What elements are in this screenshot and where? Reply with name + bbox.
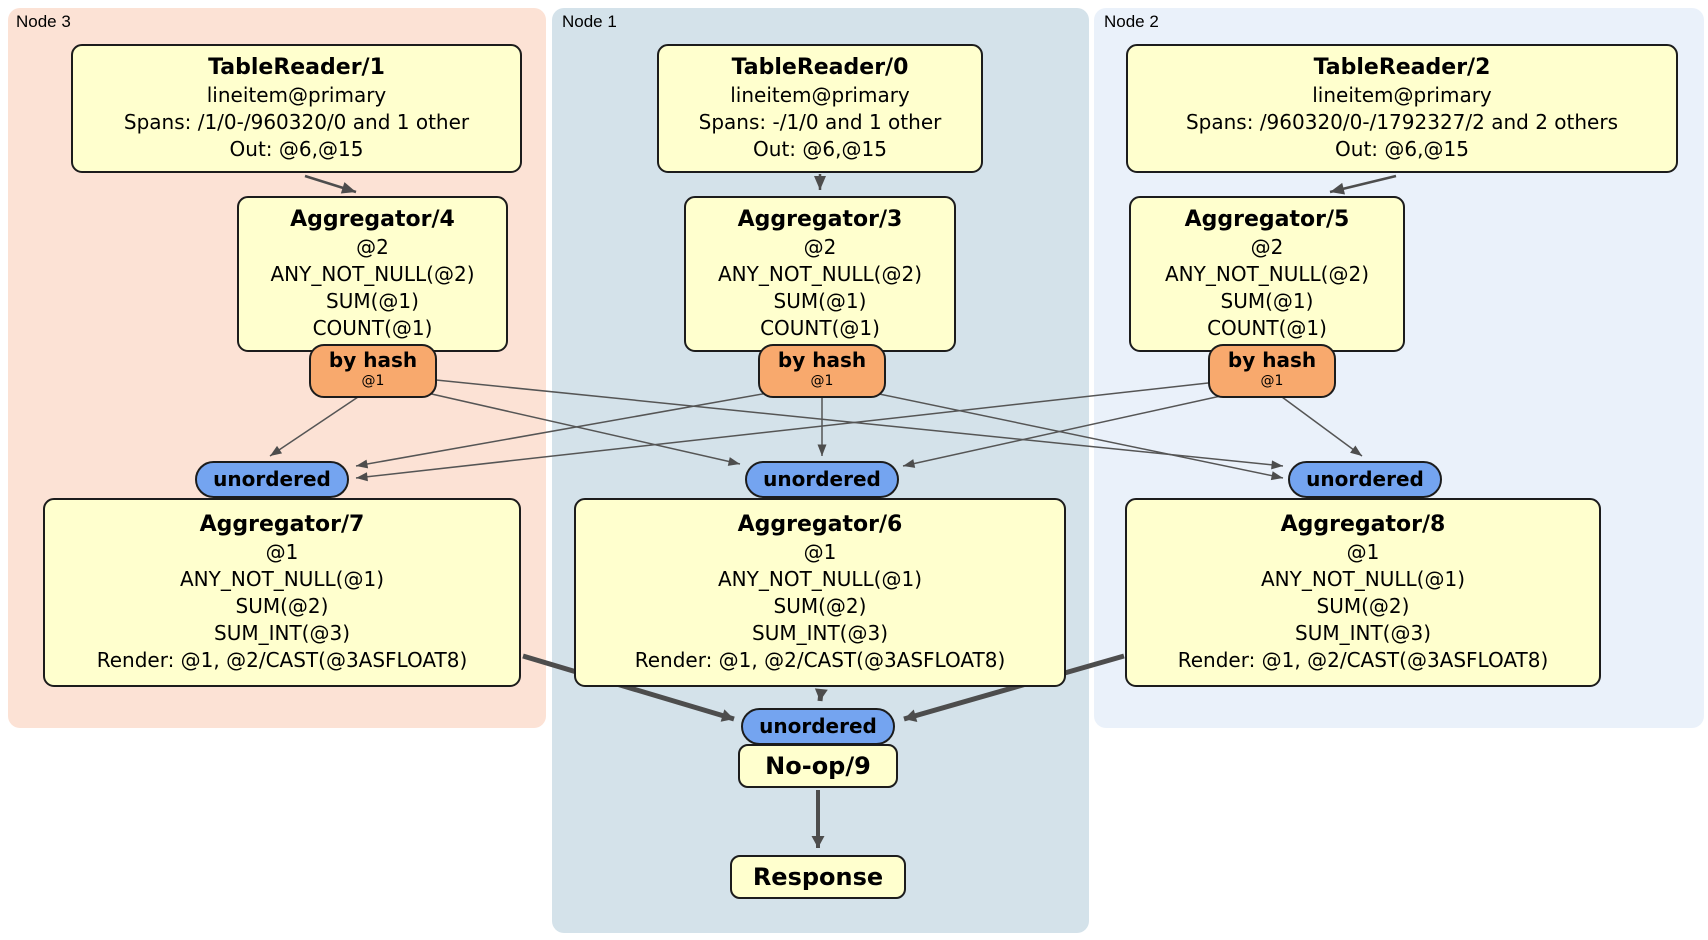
processor-aggregator-5: Aggregator/5 @2 ANY_NOT_NULL(@2) SUM(@1)… bbox=[1129, 196, 1405, 352]
processor-title: TableReader/0 bbox=[731, 55, 909, 80]
processor-title: TableReader/2 bbox=[1313, 55, 1491, 80]
router-label: by hash bbox=[777, 348, 867, 372]
processor-line: COUNT(@1) bbox=[1207, 316, 1327, 340]
panel-label-node1: Node 1 bbox=[562, 12, 617, 31]
processor-response: Response bbox=[730, 855, 906, 899]
processor-line: Out: @6,@15 bbox=[1335, 137, 1469, 161]
processor-line: SUM(@2) bbox=[235, 594, 329, 618]
processor-line: ANY_NOT_NULL(@1) bbox=[180, 567, 384, 591]
panel-label-node3: Node 3 bbox=[16, 12, 71, 31]
edge-hash3-sync2 bbox=[435, 379, 1284, 470]
edge-hash1-sync3 bbox=[355, 389, 786, 469]
processor-line: COUNT(@1) bbox=[312, 316, 433, 340]
edge-tr1-agg4 bbox=[304, 174, 357, 194]
processor-line: ANY_NOT_NULL(@2) bbox=[1165, 262, 1369, 286]
processor-title: Aggregator/7 bbox=[199, 512, 365, 537]
processor-title: Aggregator/8 bbox=[1280, 512, 1446, 537]
processor-line: @1 bbox=[1346, 540, 1380, 564]
processor-line: @2 bbox=[803, 235, 837, 259]
processor-title: TableReader/1 bbox=[208, 55, 385, 80]
processor-line: SUM(@1) bbox=[326, 289, 419, 313]
router-key: @1 bbox=[810, 373, 834, 389]
processor-line: COUNT(@1) bbox=[760, 316, 880, 340]
router-label: by hash bbox=[328, 348, 418, 372]
processor-line: SUM_INT(@3) bbox=[1295, 621, 1431, 645]
processor-tablereader-2: TableReader/2 lineitem@primary Spans: /9… bbox=[1126, 44, 1678, 173]
edge-tr2-agg5 bbox=[1329, 174, 1397, 195]
processor-line: SUM(@2) bbox=[773, 594, 867, 618]
edge-agg8-sync-final bbox=[903, 653, 1125, 722]
processor-line: ANY_NOT_NULL(@1) bbox=[1261, 567, 1465, 591]
processor-title: Aggregator/3 bbox=[737, 207, 903, 232]
panel-label-node2: Node 2 bbox=[1104, 12, 1159, 31]
router-by-hash-node3: by hash @1 bbox=[309, 344, 437, 398]
processor-tablereader-1: TableReader/1 lineitem@primary Spans: /1… bbox=[71, 44, 522, 173]
edge-agg7-sync-final bbox=[522, 653, 735, 722]
edge-hash2-sync3 bbox=[355, 379, 1236, 482]
edge-agg6-sync-final bbox=[814, 688, 828, 702]
processor-line: SUM_INT(@3) bbox=[214, 621, 350, 645]
processor-aggregator-6: Aggregator/6 @1 ANY_NOT_NULL(@1) SUM(@2)… bbox=[574, 498, 1066, 687]
processor-line: ANY_NOT_NULL(@1) bbox=[718, 567, 922, 591]
processor-title: Aggregator/6 bbox=[737, 512, 903, 537]
sync-unordered-node3: unordered bbox=[195, 461, 349, 498]
edge-hash2-sync2 bbox=[1281, 396, 1363, 457]
processor-line: ANY_NOT_NULL(@2) bbox=[718, 262, 922, 286]
processor-line: @2 bbox=[1250, 235, 1284, 259]
router-key: @1 bbox=[361, 373, 385, 389]
router-key: @1 bbox=[1260, 373, 1284, 389]
processor-noop-9: No-op/9 bbox=[738, 744, 898, 788]
processor-line: @1 bbox=[803, 540, 837, 564]
processor-line: Out: @6,@15 bbox=[229, 137, 364, 161]
processor-line: Spans: /960320/0-/1792327/2 and 2 others bbox=[1185, 110, 1618, 134]
edge-hash3-sync3 bbox=[269, 396, 359, 457]
processor-line: SUM_INT(@3) bbox=[752, 621, 888, 645]
sync-unordered-node2: unordered bbox=[1288, 461, 1442, 498]
processor-line: SUM(@1) bbox=[1220, 289, 1314, 313]
processor-line: Render: @1, @2/CAST(@3ASFLOAT8) bbox=[634, 648, 1006, 672]
processor-tablereader-0: TableReader/0 lineitem@primary Spans: -/… bbox=[657, 44, 983, 173]
processor-line: @1 bbox=[265, 540, 299, 564]
processor-line: SUM(@2) bbox=[1316, 594, 1410, 618]
processor-title: Aggregator/4 bbox=[290, 207, 455, 232]
processor-line: ANY_NOT_NULL(@2) bbox=[270, 262, 475, 286]
processor-line: Out: @6,@15 bbox=[753, 137, 887, 161]
processor-aggregator-7: Aggregator/7 @1 ANY_NOT_NULL(@1) SUM(@2)… bbox=[43, 498, 521, 687]
router-by-hash-node2: by hash @1 bbox=[1208, 344, 1336, 398]
processor-line: lineitem@primary bbox=[730, 83, 910, 107]
processor-aggregator-4: Aggregator/4 @2 ANY_NOT_NULL(@2) SUM(@1)… bbox=[237, 196, 508, 352]
processor-line: SUM(@1) bbox=[773, 289, 867, 313]
sync-unordered-node1: unordered bbox=[745, 461, 899, 498]
processor-line: Spans: -/1/0 and 1 other bbox=[698, 110, 942, 134]
edge-hash1-sync2 bbox=[859, 389, 1284, 481]
router-by-hash-node1: by hash @1 bbox=[758, 344, 886, 398]
processor-aggregator-3: Aggregator/3 @2 ANY_NOT_NULL(@2) SUM(@1)… bbox=[684, 196, 956, 352]
sync-unordered-final: unordered bbox=[741, 708, 895, 745]
processor-line: @2 bbox=[356, 235, 389, 259]
edge-hash2-sync1 bbox=[902, 389, 1249, 468]
processor-line: Spans: /1/0-/960320/0 and 1 other bbox=[123, 110, 470, 134]
processor-aggregator-8: Aggregator/8 @1 ANY_NOT_NULL(@1) SUM(@2)… bbox=[1125, 498, 1601, 687]
processor-line: Render: @1, @2/CAST(@3ASFLOAT8) bbox=[96, 648, 468, 672]
processor-line: lineitem@primary bbox=[1312, 83, 1492, 107]
processor-line: lineitem@primary bbox=[206, 83, 387, 107]
processor-title: Aggregator/5 bbox=[1184, 207, 1350, 232]
processor-line: Render: @1, @2/CAST(@3ASFLOAT8) bbox=[1177, 648, 1549, 672]
router-label: by hash bbox=[1227, 348, 1317, 372]
